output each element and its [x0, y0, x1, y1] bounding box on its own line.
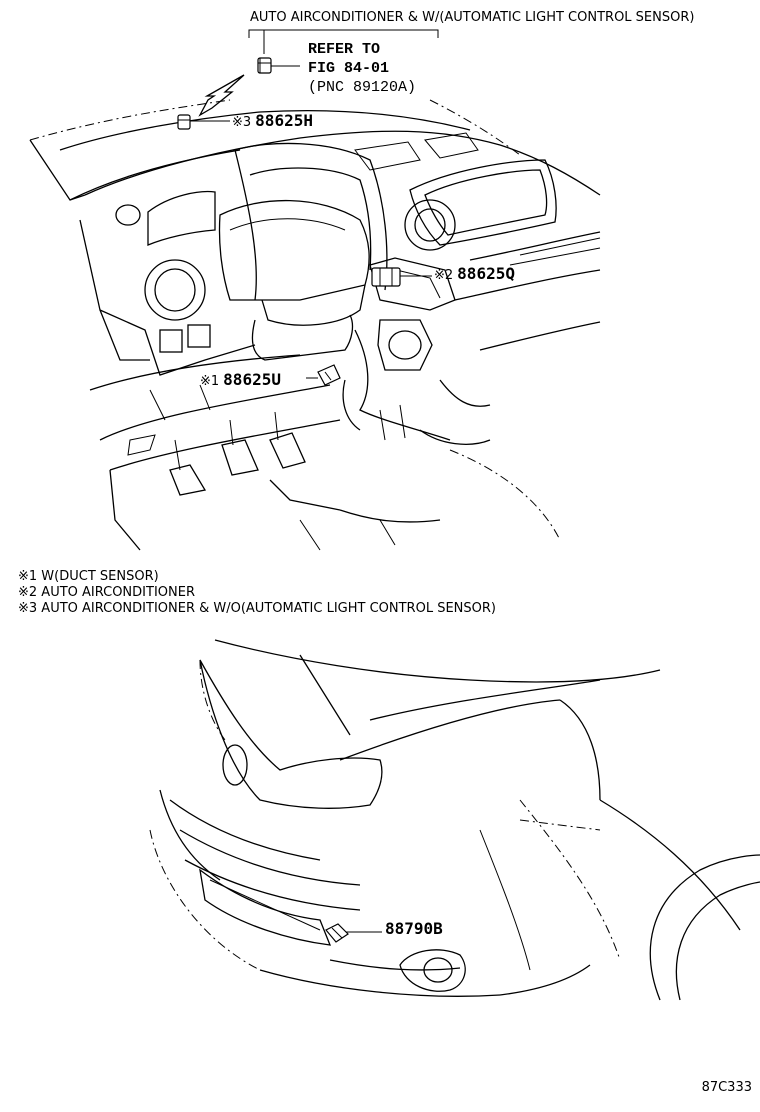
- part-number: 88625U: [223, 370, 281, 389]
- sensor-part-icon: [257, 57, 300, 74]
- sensor-88625H-icon: [177, 114, 230, 130]
- arrow-icon: [198, 74, 245, 117]
- sensor-88790B-icon: [325, 923, 382, 943]
- sensor-88625U-icon: [306, 364, 341, 386]
- refer-line-2: FIG 84-01: [308, 60, 390, 77]
- footnotes: ※1 W(DUCT SENSOR) ※2 AUTO AIRCONDITIONER…: [18, 569, 496, 617]
- callout-88625H: ※3 88625H: [232, 111, 313, 131]
- part-number: 88625H: [255, 111, 313, 130]
- callout-88625Q: ※2 88625Q: [434, 264, 515, 284]
- callout-mark: ※3: [232, 115, 252, 130]
- callout-88625U: ※1 88625U: [200, 370, 281, 390]
- callout-mark: ※1: [200, 374, 220, 389]
- refer-line-1: REFER TO: [308, 41, 381, 58]
- refer-line-3: (PNC 89120A): [308, 79, 417, 96]
- header-bracket: [248, 29, 439, 54]
- part-number: 88625Q: [457, 264, 515, 283]
- sensor-88625Q-icon: [371, 267, 432, 287]
- footnote-3: ※3 AUTO AIRCONDITIONER & W/O(AUTOMATIC L…: [18, 601, 496, 616]
- footnote-2: ※2 AUTO AIRCONDITIONER: [18, 585, 195, 600]
- callout-mark: ※2: [434, 268, 454, 283]
- part-number: 88790B: [385, 919, 443, 938]
- front-bumper-drawing: [149, 639, 760, 1001]
- footnote-1: ※1 W(DUCT SENSOR): [18, 569, 159, 584]
- callout-88790B: 88790B: [385, 919, 443, 939]
- dashboard-drawing: [29, 99, 601, 551]
- figure-code: 87C333: [701, 1080, 752, 1095]
- refer-to-block: REFER TO FIG 84-01 (PNC 89120A): [308, 40, 416, 97]
- header-note: AUTO AIRCONDITIONER & W/(AUTOMATIC LIGHT…: [250, 10, 695, 25]
